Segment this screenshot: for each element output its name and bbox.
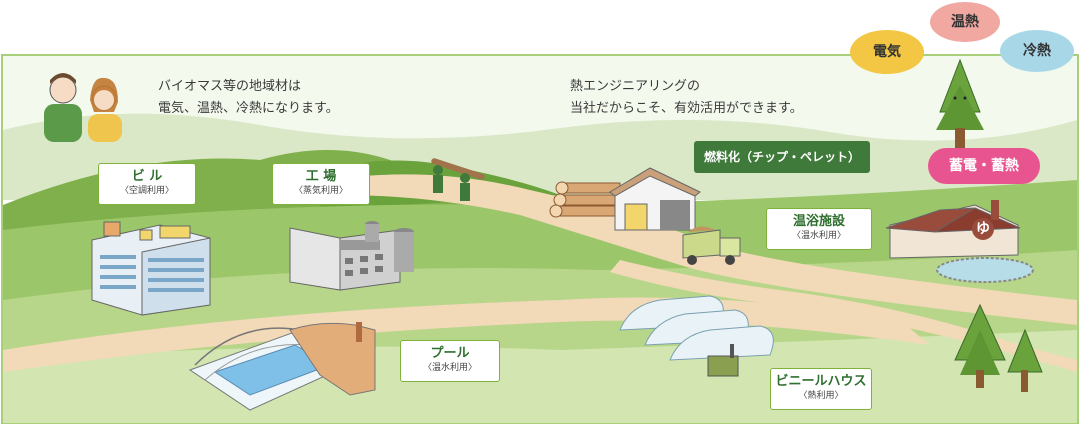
label-building-sub: 〈空調利用〉: [119, 186, 174, 196]
energy-cold-bubble: 冷熱: [1000, 30, 1074, 72]
label-bath: 温浴施設 〈温水利用〉: [766, 208, 872, 250]
energy-heat-bubble: 温熱: [930, 2, 1000, 42]
greenhouses: [619, 295, 774, 377]
intro-line2: 電気、温熱、冷熱になります。: [158, 101, 339, 116]
tree-mascot: [936, 58, 984, 150]
label-greenhouse: ビニールハウス 〈熱利用〉: [770, 368, 872, 410]
label-building-title: ビ ル: [131, 169, 163, 184]
label-factory: 工 場 〈蒸気利用〉: [272, 163, 370, 205]
label-pool: プール 〈温水利用〉: [400, 340, 500, 382]
fuel-label: 燃料化（チップ・ペレット）: [694, 141, 870, 173]
company-text: 熱エンジニアリングの 当社だからこそ、有効活用ができます。: [570, 76, 803, 120]
company-line2: 当社だからこそ、有効活用ができます。: [570, 101, 803, 116]
label-pool-title: プール: [430, 346, 470, 361]
label-factory-sub: 〈蒸気利用〉: [293, 186, 348, 196]
intro-line1: バイオマス等の地域材は: [158, 79, 302, 94]
tree-group-right: [954, 303, 1043, 392]
factory-building: [289, 221, 414, 291]
log-pile: [549, 181, 621, 218]
people-illustration: [44, 73, 122, 142]
road-right: [610, 260, 1077, 372]
office-building: [91, 221, 211, 316]
woodcutters: [431, 158, 485, 201]
energy-electric-bubble: 電気: [850, 30, 924, 74]
energy-storage-bubble: 蓄電・蓄熱: [928, 148, 1040, 184]
processing-warehouse: [609, 167, 701, 231]
intro-text: バイオマス等の地域材は 電気、温熱、冷熱になります。: [158, 76, 339, 120]
label-greenhouse-sub: 〈熱利用〉: [798, 391, 844, 401]
company-line1: 熱エンジニアリングの: [570, 79, 701, 94]
truck: [682, 226, 741, 265]
label-pool-sub: 〈温水利用〉: [422, 363, 477, 373]
label-bath-sub: 〈温水利用〉: [791, 231, 846, 241]
label-greenhouse-title: ビニールハウス: [775, 374, 867, 389]
label-factory-title: 工 場: [305, 169, 337, 184]
label-building: ビ ル 〈空調利用〉: [98, 163, 196, 205]
label-bath-title: 温浴施設: [792, 214, 845, 229]
bath-sign: ゆ: [972, 218, 994, 240]
pool-building: [188, 322, 376, 411]
